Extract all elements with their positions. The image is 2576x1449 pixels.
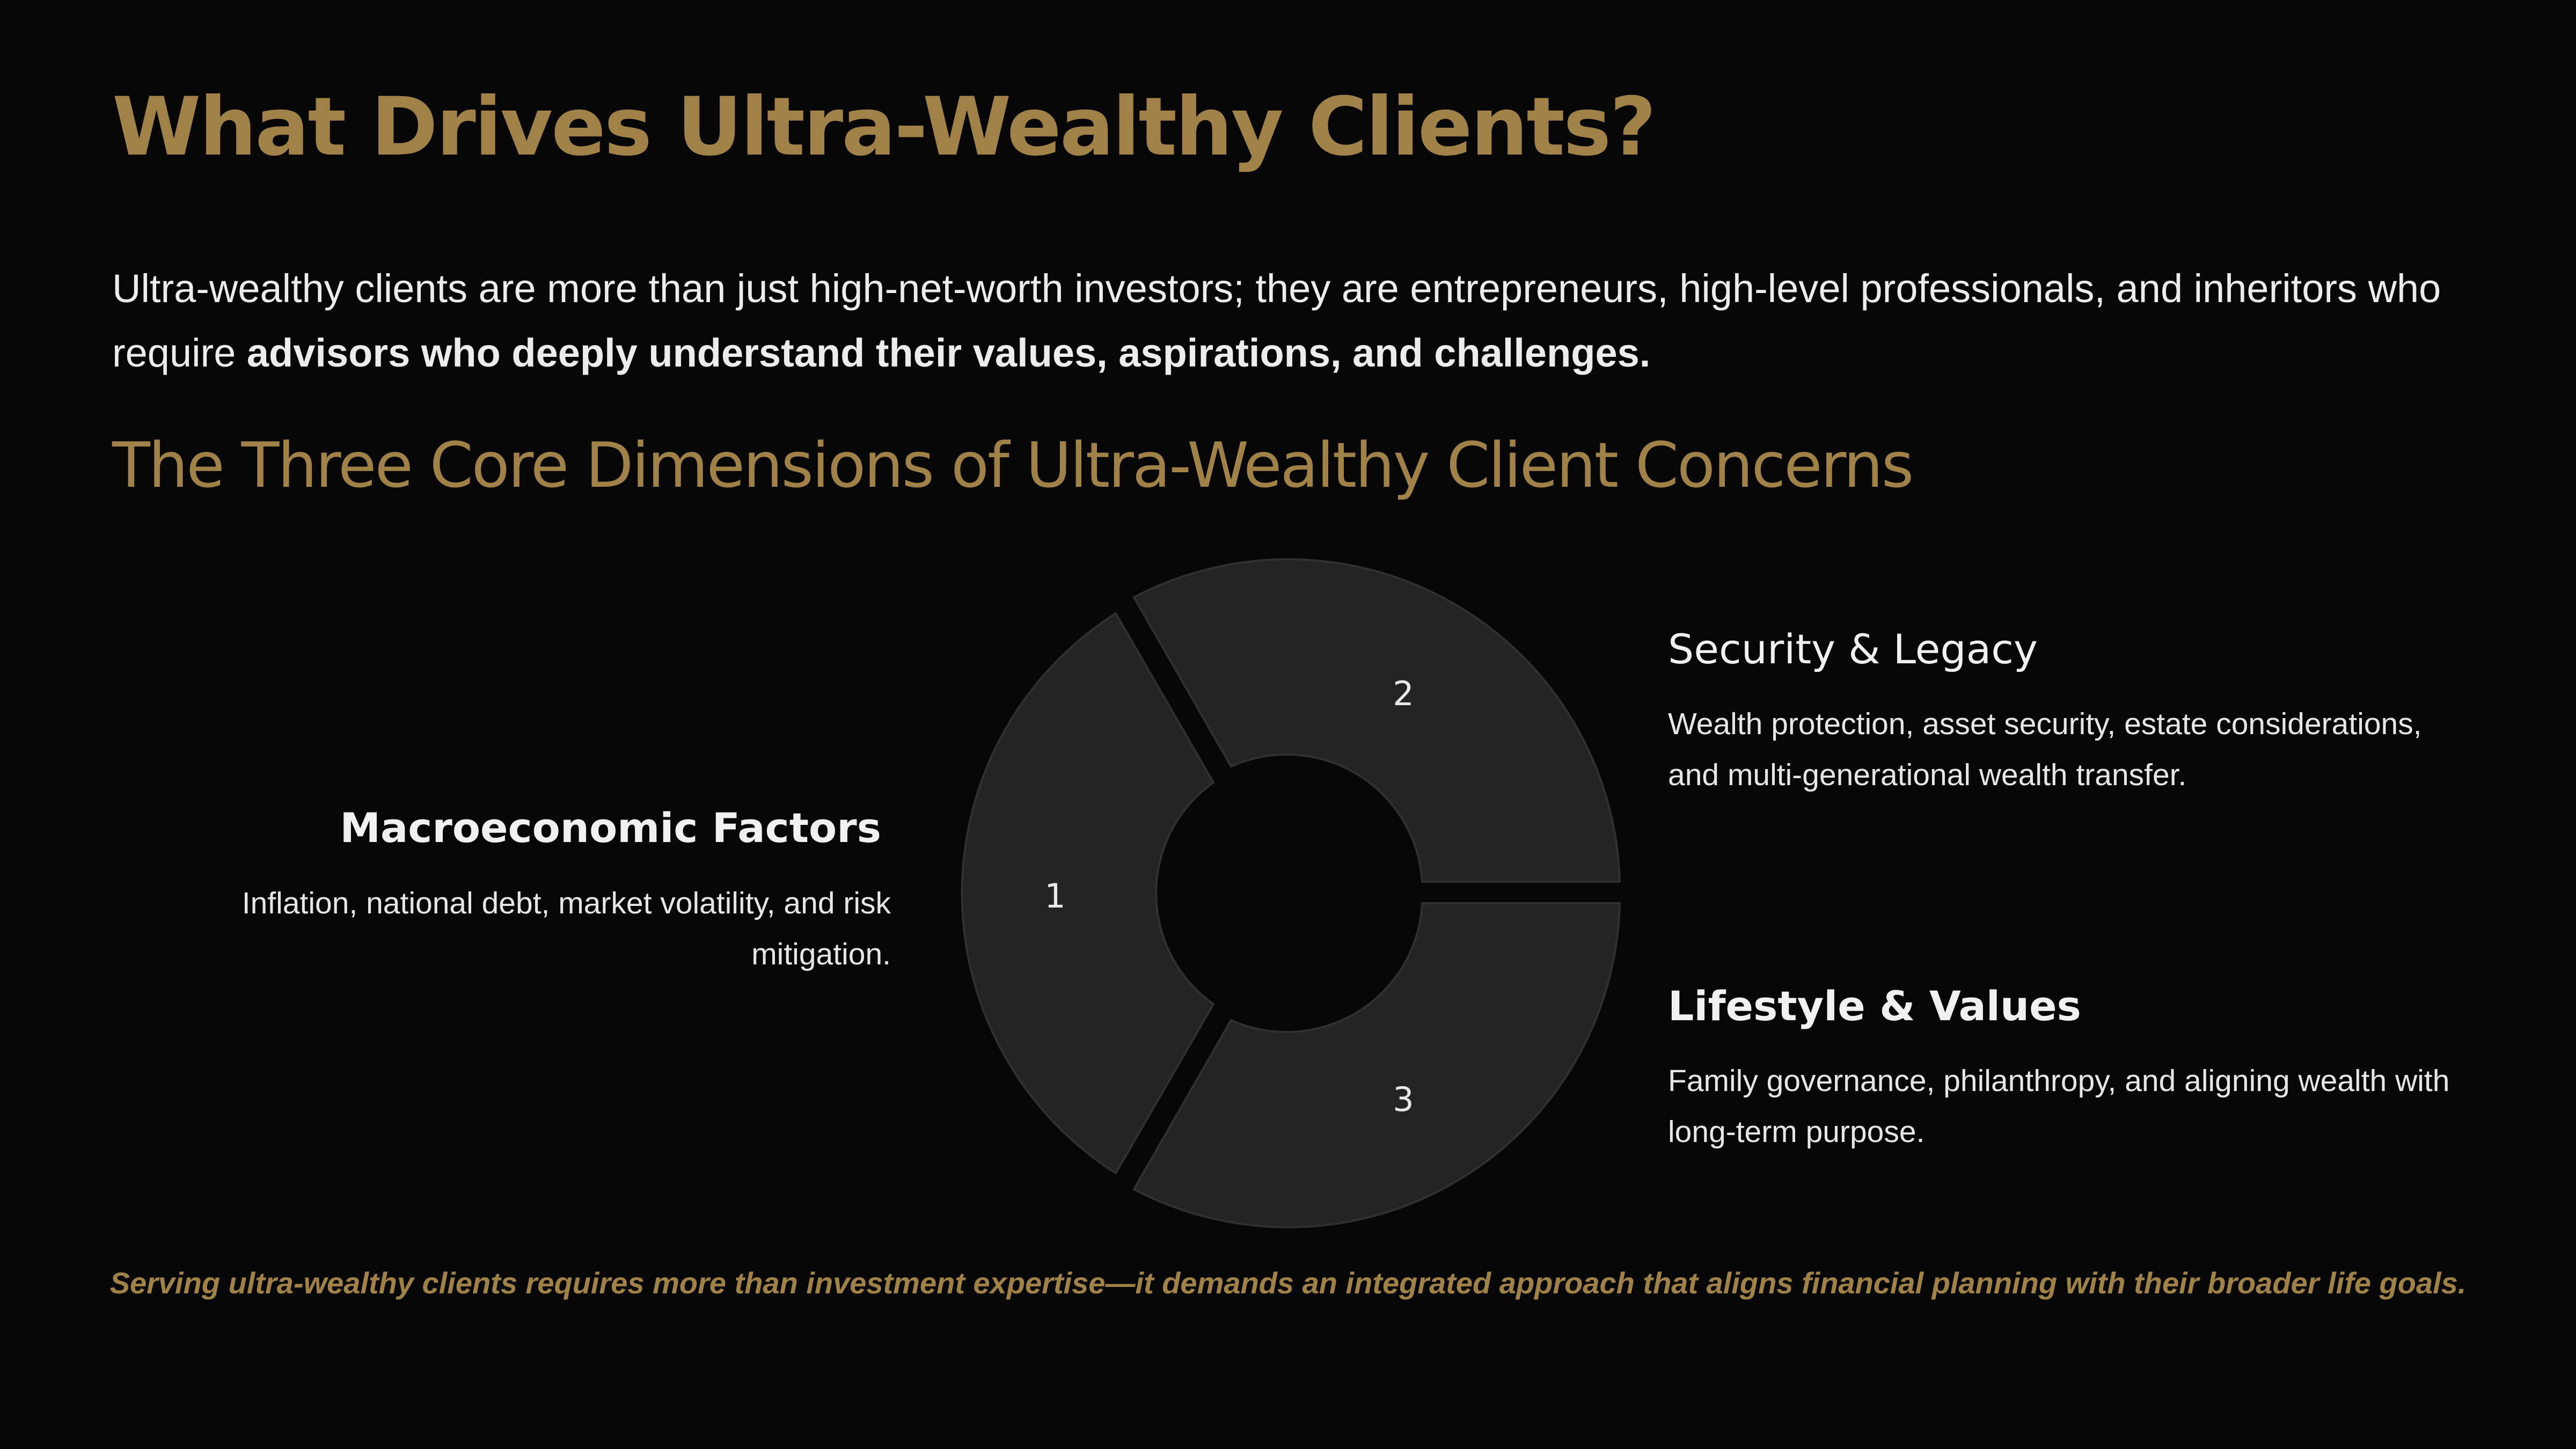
intro-emphasis: advisors who deeply understand their val… [246,331,1651,375]
segment-2 [1132,558,1621,883]
section-subtitle: The Three Core Dimensions of Ultra-Wealt… [112,429,1914,502]
footer-note: Serving ultra-wealthy clients requires m… [109,1266,2467,1300]
segment-3-number: 3 [1393,1080,1414,1119]
security-legacy-description: Wealth protection, asset security, estat… [1668,707,2422,792]
macroeconomic-heading: Macroeconomic Factors [340,804,881,852]
segment-3 [1132,902,1621,1228]
segment-1 [961,612,1215,1175]
intro-paragraph: Ultra-wealthy clients are more than just… [112,257,2484,385]
page-title: What Drives Ultra-Wealthy Clients? [112,80,1656,174]
segment-2-number: 2 [1393,674,1414,713]
macroeconomic-description: Inflation, national debt, market volatil… [241,886,891,971]
lifestyle-values-description: Family governance, philanthropy, and ali… [1668,1064,2450,1149]
security-legacy-heading: Security & Legacy [1668,625,2038,673]
intro-text: Ultra-wealthy clients are more than just… [112,266,2441,375]
lifestyle-values-heading: Lifestyle & Values [1668,982,2081,1030]
segment-1-number: 1 [1044,876,1065,916]
donut-ring [961,558,1621,1228]
